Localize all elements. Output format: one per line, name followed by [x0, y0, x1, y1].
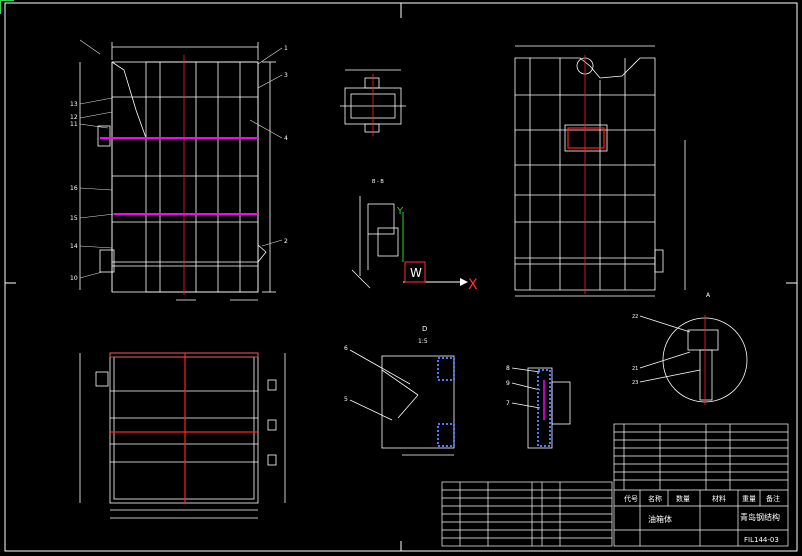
section-d-scale: 1:5: [418, 338, 428, 345]
callout-d-5: 5: [344, 396, 348, 403]
front-view-highlight-bars: [100, 137, 258, 215]
section-b-view[interactable]: [351, 196, 399, 289]
front-view-callout-numbers: 1 3 4 2 13 12 11 16 15 14 10: [70, 45, 288, 282]
callout-front-4: 4: [284, 135, 288, 142]
callout-front-14: 14: [70, 243, 78, 250]
callout-e-7: 7: [506, 400, 510, 407]
drawing-frame: [4, 2, 798, 552]
callout-a-23: 23: [632, 380, 638, 386]
detail-a-label: A: [706, 292, 711, 299]
callout-front-12: 12: [70, 114, 78, 121]
detail-a-view[interactable]: [639, 315, 748, 403]
callout-front-15: 15: [70, 215, 78, 222]
section-b-label: B - B: [372, 179, 384, 185]
callout-front-16: 16: [70, 185, 78, 192]
title-block-text: 代号 名称 数量 材料 重量 备注 青岛钢结构 油箱体 FIL144-03: [624, 494, 780, 544]
title-col-material: 材料: [712, 494, 726, 503]
plan-view-red-lines: [109, 352, 259, 503]
section-d-hatch-top: [437, 357, 455, 381]
section-d-hatch-bottom: [437, 423, 455, 447]
side-view[interactable]: [514, 45, 686, 297]
side-view-red-window: [567, 127, 605, 149]
section-e-view[interactable]: [511, 367, 571, 449]
callout-front-3: 3: [284, 72, 288, 79]
callout-front-1: 1: [284, 45, 288, 52]
callout-e-8: 8: [506, 365, 510, 372]
callout-front-11: 11: [70, 121, 78, 128]
ucs-w-label: W: [410, 266, 422, 280]
section-d-label: D: [422, 325, 427, 333]
callout-d-6: 6: [344, 345, 348, 352]
title-drawing-no: FIL144-03: [744, 536, 779, 544]
ucs-x-label: X: [468, 277, 478, 293]
title-block[interactable]: [613, 423, 789, 547]
title-part-name: 油箱体: [648, 514, 672, 524]
section-e-hatch: [537, 369, 551, 447]
title-company: 青岛钢结构: [740, 512, 780, 522]
title-col-note: 备注: [766, 494, 780, 503]
ucs-y-label: Y: [396, 206, 404, 217]
callout-a-21: 21: [632, 366, 638, 372]
plan-view[interactable]: [79, 352, 286, 519]
title-col-weight: 重量: [742, 495, 756, 503]
front-view-leaders: [79, 39, 283, 279]
callout-front-10: 10: [70, 275, 78, 282]
front-view[interactable]: [79, 42, 276, 301]
title-col-name: 名称: [648, 494, 662, 503]
ucs-icon: W X Y: [396, 206, 478, 293]
callout-e-9: 9: [506, 380, 510, 387]
section-d-view[interactable]: [349, 349, 455, 456]
title-col-code: 代号: [624, 494, 638, 503]
title-col-qty: 数量: [676, 494, 690, 503]
callout-front-2: 2: [284, 238, 288, 245]
callout-front-13: 13: [70, 101, 78, 108]
parts-list-table[interactable]: [441, 481, 613, 547]
callout-a-22: 22: [632, 314, 638, 320]
